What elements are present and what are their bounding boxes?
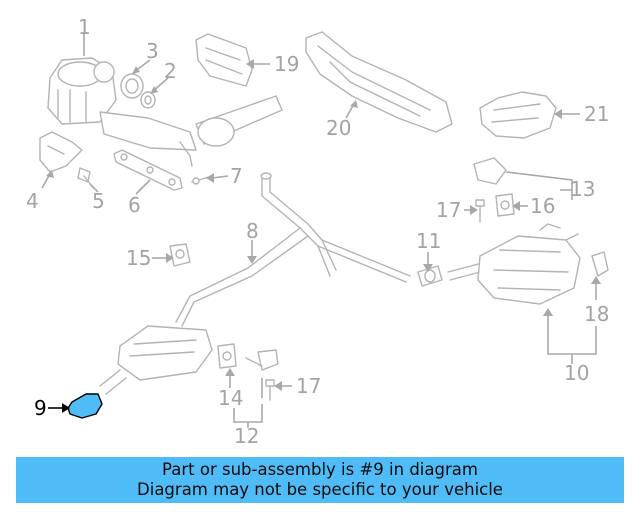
part-16-hanger <box>495 193 515 217</box>
callout-12: 12 <box>234 424 259 448</box>
banner-part-info: Part or sub-assembly is #9 in diagram <box>162 460 478 479</box>
front-muffler <box>99 325 213 395</box>
part-11-clamp <box>417 265 443 287</box>
callout-17-upper: 17 <box>436 198 461 222</box>
callout-3: 3 <box>146 39 159 63</box>
callout-7: 7 <box>230 164 243 188</box>
part-12-bracket <box>245 349 279 371</box>
part-5-bolt <box>77 167 93 187</box>
callout-21: 21 <box>584 102 609 126</box>
part-17-bolt-lower <box>265 379 275 401</box>
part-14-hanger <box>217 343 237 369</box>
callout-19: 19 <box>274 52 299 76</box>
rear-muffler <box>447 223 581 305</box>
callout-15: 15 <box>126 246 151 270</box>
callout-labels: 1 2 3 4 5 6 7 8 9 10 11 12 13 14 15 16 1… <box>26 15 609 448</box>
part-21-rear-heat-shield <box>479 91 557 139</box>
part-18-bracket <box>591 251 609 277</box>
callout-11: 11 <box>416 229 441 253</box>
part-13-bracket <box>473 157 507 185</box>
part-1-catalytic-converter <box>47 57 283 167</box>
part-17-bolt-upper <box>475 199 485 223</box>
callout-4: 4 <box>26 189 39 213</box>
callout-9: 9 <box>34 396 47 420</box>
part-19-heat-shield <box>195 33 253 87</box>
part-4-bracket <box>39 131 83 173</box>
callout-8: 8 <box>246 219 259 243</box>
leader-lines <box>41 34 601 428</box>
callout-5: 5 <box>92 189 105 213</box>
part-8-intermediate-pipe <box>175 172 411 327</box>
part-20-tunnel-heat-shield <box>305 31 453 133</box>
callout-1: 1 <box>78 15 91 39</box>
banner-disclaimer: Diagram may not be specific to your vehi… <box>137 480 503 499</box>
callout-13: 13 <box>570 177 595 201</box>
part-15-hanger <box>169 243 191 267</box>
callout-2: 2 <box>164 59 177 83</box>
part-6-flange-gasket <box>113 149 183 191</box>
part-3-gasket <box>120 73 144 99</box>
info-banner: Part or sub-assembly is #9 in diagram Di… <box>16 457 624 503</box>
callout-18: 18 <box>584 302 609 326</box>
callout-16: 16 <box>530 194 555 218</box>
callout-10: 10 <box>564 361 589 385</box>
part-9-exhaust-tip[interactable] <box>67 393 103 419</box>
callout-14: 14 <box>218 386 243 410</box>
callout-6: 6 <box>128 193 141 217</box>
callout-20: 20 <box>326 116 351 140</box>
callout-17-lower: 17 <box>296 374 321 398</box>
part-2-ring <box>140 91 156 109</box>
